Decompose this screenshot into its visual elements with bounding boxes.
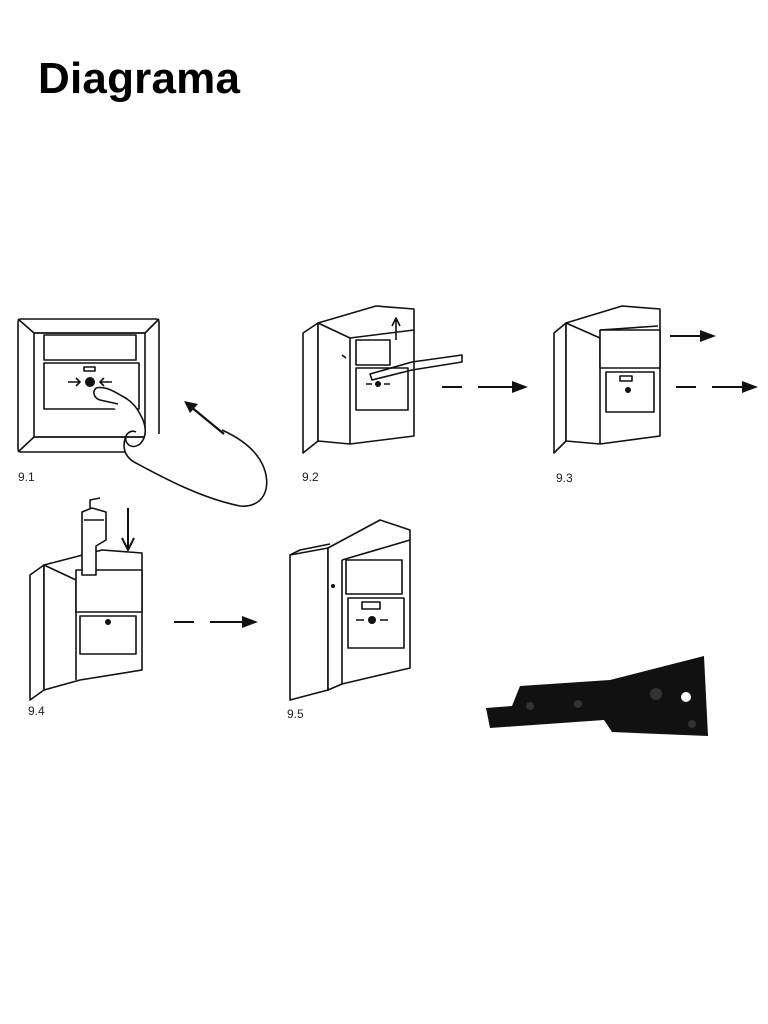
step-label-9-4: 9.4 (28, 704, 45, 718)
arrow-icon (670, 330, 716, 342)
step-9-3-illustration (553, 305, 661, 454)
reset-key-icon (486, 656, 708, 736)
hand-pressing-icon (93, 386, 268, 507)
arrow-icon (174, 616, 258, 628)
step-9-5-illustration (289, 519, 411, 701)
step-label-9-2: 9.2 (302, 470, 319, 484)
arrow-icon (184, 401, 225, 435)
arrow-icon (676, 381, 758, 393)
arrow-icon (442, 381, 528, 393)
step-label-9-3: 9.3 (556, 471, 573, 485)
step-9-4-illustration (29, 497, 143, 701)
step-9-2-illustration (302, 305, 463, 454)
step-label-9-1: 9.1 (18, 470, 35, 484)
step-9-1-illustration (17, 318, 160, 453)
page-title: Diagrama (38, 54, 241, 103)
step-label-9-5: 9.5 (287, 707, 304, 721)
